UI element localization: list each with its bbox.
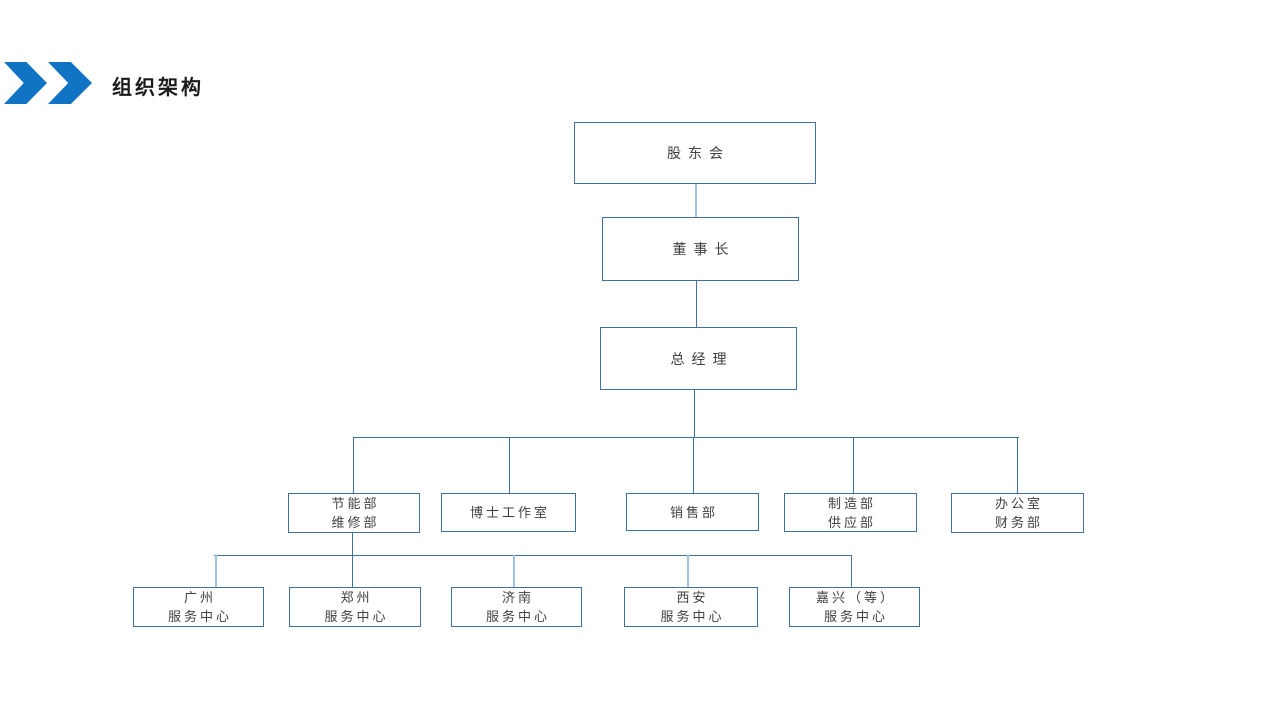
connector-h2 xyxy=(214,555,852,557)
org-node-label: 维修部 xyxy=(331,515,380,530)
org-node-xian-center: 西安 服务中心 xyxy=(624,587,758,627)
org-node-doctor-studio: 博士工作室 xyxy=(441,493,576,532)
connector-energy-through xyxy=(352,533,354,587)
org-node-label: 财务部 xyxy=(994,515,1043,530)
org-node-label: 股东会 xyxy=(667,145,730,161)
org-node-general-manager: 总经理 xyxy=(600,327,797,390)
org-node-office-finance: 办公室 财务部 xyxy=(951,493,1084,533)
org-node-label: 嘉兴（等） xyxy=(815,590,896,605)
org-node-label: 济南 xyxy=(501,590,534,605)
connector-drop-office xyxy=(1017,437,1019,493)
connector-drop-doctor xyxy=(509,437,511,493)
connector-drop-manufacturing xyxy=(853,437,855,493)
chevron-right-icon xyxy=(48,62,92,104)
org-node-manufacturing-supply: 制造部 供应部 xyxy=(784,493,917,532)
org-node-jinan-center: 济南 服务中心 xyxy=(451,587,582,627)
chevron-right-icon xyxy=(4,62,47,104)
connector-shareholders-chairman xyxy=(695,184,697,217)
org-node-shareholders: 股东会 xyxy=(574,122,816,184)
org-node-guangzhou-center: 广州 服务中心 xyxy=(133,587,264,627)
org-node-label: 服务中心 xyxy=(167,609,232,624)
connector-drop-jinan xyxy=(513,555,515,587)
connector-drop-jiaxing xyxy=(851,555,853,587)
org-node-label: 供应部 xyxy=(827,514,876,530)
org-node-label: 办公室 xyxy=(994,496,1043,511)
org-node-label: 服务中心 xyxy=(485,609,550,624)
connector-gm-drop xyxy=(694,390,696,437)
org-node-label: 制造部 xyxy=(827,495,876,511)
org-node-label: 服务中心 xyxy=(660,609,725,624)
connector-h1 xyxy=(353,437,1019,439)
org-node-label: 销售部 xyxy=(669,504,718,520)
org-node-zhengzhou-center: 郑州 服务中心 xyxy=(289,587,421,627)
page-title: 组织架构 xyxy=(112,77,204,99)
org-node-label: 董事长 xyxy=(672,241,736,257)
org-node-jiaxing-center: 嘉兴（等） 服务中心 xyxy=(789,587,920,627)
org-node-chairman: 董事长 xyxy=(602,217,799,281)
org-node-label: 郑州 xyxy=(340,590,373,605)
connector-drop-energy xyxy=(353,437,355,493)
org-node-label: 服务中心 xyxy=(823,609,888,624)
org-node-label: 节能部 xyxy=(331,496,380,511)
org-node-label: 总经理 xyxy=(670,350,734,367)
org-node-label: 广州 xyxy=(183,590,216,605)
org-node-label: 服务中心 xyxy=(324,609,389,624)
connector-chairman-gm xyxy=(696,281,698,327)
connector-drop-sales xyxy=(693,437,695,493)
connector-drop-xian xyxy=(687,555,689,587)
org-node-energy-maintenance: 节能部 维修部 xyxy=(288,493,420,533)
connector-drop-guangzhou xyxy=(215,555,217,587)
org-node-label: 西安 xyxy=(676,590,709,605)
org-node-label: 博士工作室 xyxy=(469,505,550,520)
org-node-sales: 销售部 xyxy=(626,493,759,531)
